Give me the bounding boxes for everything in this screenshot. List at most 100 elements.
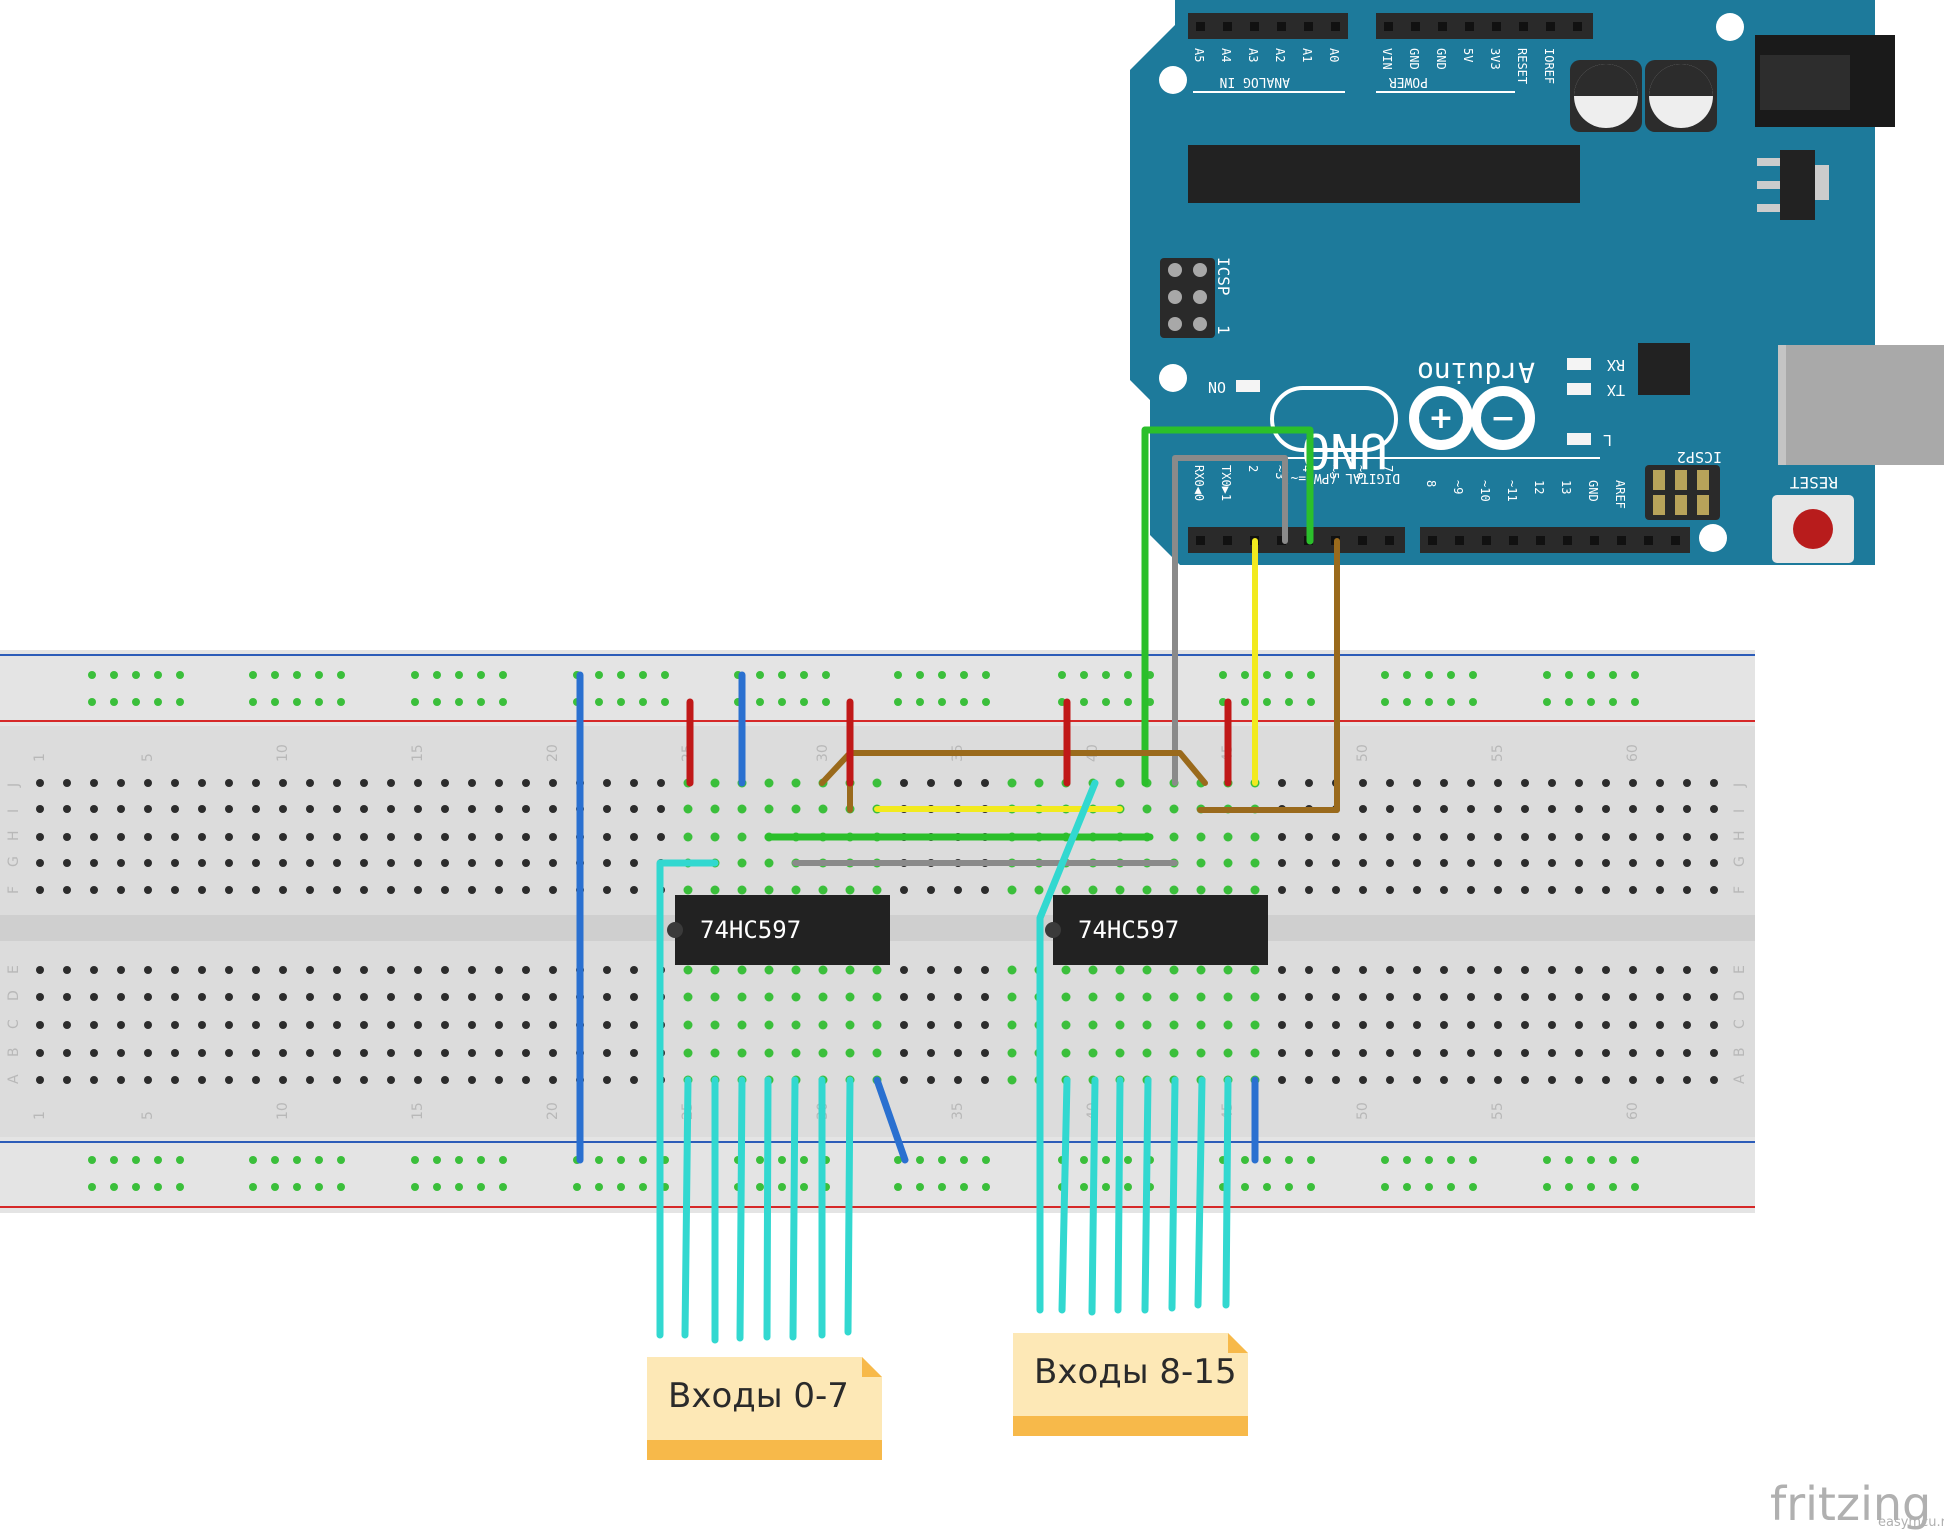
header-pin[interactable]: [1358, 536, 1367, 545]
breadboard-hole[interactable]: [764, 1020, 774, 1030]
rail-hole[interactable]: [337, 698, 345, 706]
breadboard-hole[interactable]: [225, 859, 233, 867]
breadboard-hole[interactable]: [333, 1049, 341, 1057]
breadboard-hole[interactable]: [1196, 992, 1206, 1002]
rail-hole[interactable]: [88, 1156, 96, 1164]
rail-hole[interactable]: [1587, 671, 1595, 679]
breadboard-hole[interactable]: [981, 993, 989, 1001]
breadboard-hole[interactable]: [1386, 779, 1394, 787]
breadboard-hole[interactable]: [710, 885, 720, 895]
breadboard-hole[interactable]: [1629, 859, 1637, 867]
breadboard-hole[interactable]: [1467, 1049, 1475, 1057]
rail-hole[interactable]: [1102, 1156, 1110, 1164]
rail-hole[interactable]: [938, 698, 946, 706]
breadboard-hole[interactable]: [468, 859, 476, 867]
breadboard-hole[interactable]: [1413, 886, 1421, 894]
breadboard-hole[interactable]: [1656, 1021, 1664, 1029]
breadboard-hole[interactable]: [1169, 804, 1179, 814]
rail-hole[interactable]: [1403, 1183, 1411, 1191]
breadboard-hole[interactable]: [306, 805, 314, 813]
breadboard-hole[interactable]: [710, 832, 720, 842]
rail-hole[interactable]: [110, 671, 118, 679]
breadboard-hole[interactable]: [1305, 779, 1313, 787]
breadboard-hole[interactable]: [954, 966, 962, 974]
breadboard-hole[interactable]: [818, 885, 828, 895]
header-pin[interactable]: [1331, 22, 1340, 31]
breadboard-hole[interactable]: [1386, 1021, 1394, 1029]
rail-hole[interactable]: [1447, 1156, 1455, 1164]
breadboard-hole[interactable]: [117, 779, 125, 787]
breadboard-hole[interactable]: [900, 1049, 908, 1057]
breadboard-hole[interactable]: [1332, 966, 1340, 974]
rail-hole[interactable]: [778, 671, 786, 679]
rail-hole[interactable]: [1124, 1183, 1132, 1191]
rail-hole[interactable]: [1469, 1183, 1477, 1191]
input-wire[interactable]: [1141, 1076, 1152, 1314]
header-pin[interactable]: [1223, 22, 1232, 31]
breadboard-hole[interactable]: [900, 966, 908, 974]
breadboard-hole[interactable]: [1440, 833, 1448, 841]
breadboard-hole[interactable]: [1142, 992, 1152, 1002]
rail-hole[interactable]: [176, 671, 184, 679]
rail-hole[interactable]: [916, 671, 924, 679]
breadboard-hole[interactable]: [90, 805, 98, 813]
breadboard-hole[interactable]: [710, 778, 720, 788]
breadboard-hole[interactable]: [1359, 886, 1367, 894]
breadboard-hole[interactable]: [630, 833, 638, 841]
breadboard-hole[interactable]: [1521, 833, 1529, 841]
breadboard-hole[interactable]: [872, 1048, 882, 1058]
breadboard-hole[interactable]: [306, 859, 314, 867]
header-pin[interactable]: [1617, 536, 1626, 545]
rail-hole[interactable]: [176, 1183, 184, 1191]
rail-hole[interactable]: [499, 671, 507, 679]
header-pin[interactable]: [1563, 536, 1572, 545]
breadboard-hole[interactable]: [791, 885, 801, 895]
input-wire[interactable]: [736, 1076, 746, 1342]
breadboard-hole[interactable]: [764, 804, 774, 814]
breadboard-hole[interactable]: [522, 805, 530, 813]
breadboard-hole[interactable]: [1142, 1048, 1152, 1058]
breadboard-hole[interactable]: [387, 779, 395, 787]
breadboard-hole[interactable]: [1467, 805, 1475, 813]
breadboard-hole[interactable]: [1548, 993, 1556, 1001]
breadboard-hole[interactable]: [845, 885, 855, 895]
rail-hole[interactable]: [1080, 698, 1088, 706]
breadboard-hole[interactable]: [441, 966, 449, 974]
breadboard-hole[interactable]: [1278, 1049, 1286, 1057]
breadboard-hole[interactable]: [468, 993, 476, 1001]
breadboard-hole[interactable]: [279, 1076, 287, 1084]
breadboard-hole[interactable]: [981, 1076, 989, 1084]
rail-hole[interactable]: [132, 1183, 140, 1191]
breadboard-hole[interactable]: [63, 993, 71, 1001]
breadboard-hole[interactable]: [1440, 966, 1448, 974]
wire-gray-d4[interactable]: [1172, 455, 1288, 786]
breadboard-hole[interactable]: [441, 993, 449, 1001]
breadboard-hole[interactable]: [1115, 778, 1125, 788]
rail-hole[interactable]: [756, 1156, 764, 1164]
breadboard-hole[interactable]: [981, 966, 989, 974]
breadboard-hole[interactable]: [657, 805, 665, 813]
breadboard-hole[interactable]: [333, 966, 341, 974]
breadboard-hole[interactable]: [1088, 965, 1098, 975]
breadboard-hole[interactable]: [872, 885, 882, 895]
breadboard-hole[interactable]: [1305, 1021, 1313, 1029]
breadboard-hole[interactable]: [791, 965, 801, 975]
breadboard-hole[interactable]: [1413, 1021, 1421, 1029]
breadboard-hole[interactable]: [225, 1049, 233, 1057]
rail-hole[interactable]: [960, 698, 968, 706]
breadboard-hole[interactable]: [225, 833, 233, 841]
header-pin[interactable]: [1590, 536, 1599, 545]
breadboard-hole[interactable]: [306, 993, 314, 1001]
breadboard-hole[interactable]: [441, 1049, 449, 1057]
breadboard-hole[interactable]: [387, 805, 395, 813]
breadboard-hole[interactable]: [1548, 833, 1556, 841]
breadboard-hole[interactable]: [144, 993, 152, 1001]
breadboard-hole[interactable]: [1359, 1076, 1367, 1084]
breadboard-hole[interactable]: [387, 993, 395, 1001]
header-pin[interactable]: [1196, 536, 1205, 545]
breadboard-hole[interactable]: [818, 1048, 828, 1058]
breadboard-hole[interactable]: [1521, 805, 1529, 813]
breadboard-hole[interactable]: [1629, 1076, 1637, 1084]
rail-hole[interactable]: [1609, 698, 1617, 706]
